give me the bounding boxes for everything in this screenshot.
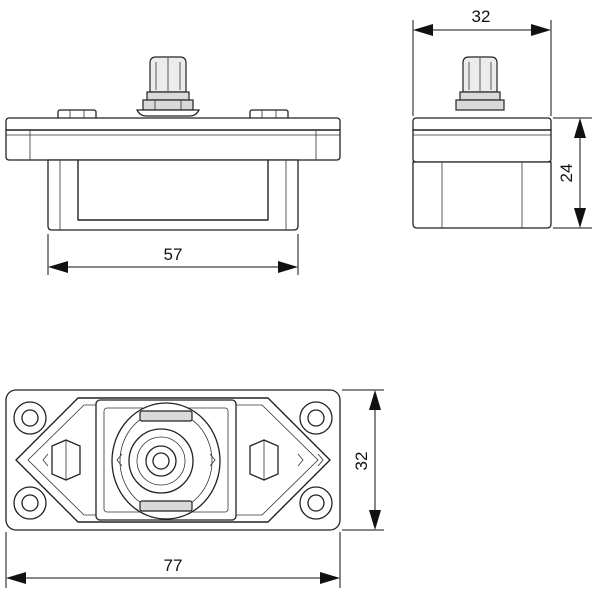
arrow-icon (6, 572, 26, 584)
stud (455, 56, 505, 111)
dimension-top-width: 77 (5, 532, 341, 588)
dimension-label-side-width: 32 (472, 7, 491, 26)
dimension-side-height: 24 (553, 117, 592, 229)
dimension-label-side-height: 24 (557, 164, 576, 183)
dimension-label-top-height: 32 (352, 452, 371, 471)
arrow-icon (531, 24, 551, 36)
side-view (412, 56, 552, 229)
dimension-label-top-width: 77 (164, 556, 183, 575)
arrow-icon (278, 261, 298, 273)
arrow-icon (574, 118, 586, 138)
hex-nut-icon (249, 439, 279, 481)
dimension-side-width: 32 (412, 7, 552, 116)
dimension-label-front-width: 57 (164, 245, 183, 264)
dimension-front-width: 57 (47, 234, 299, 275)
front-view (5, 56, 341, 231)
mounting-hole-icon (299, 486, 333, 520)
mounting-hole-icon (299, 401, 333, 435)
arrow-icon (574, 208, 586, 228)
arrow-icon (369, 510, 381, 530)
stud (135, 56, 201, 117)
mounting-hole-icon (13, 486, 47, 520)
top-view (5, 389, 341, 531)
arrow-icon (320, 572, 340, 584)
mounting-hole-icon (13, 401, 47, 435)
dimension-top-height: 32 (342, 389, 384, 531)
hex-nut-icon (51, 439, 81, 481)
arrow-icon (48, 261, 68, 273)
arrow-icon (369, 390, 381, 410)
arrow-icon (413, 24, 433, 36)
